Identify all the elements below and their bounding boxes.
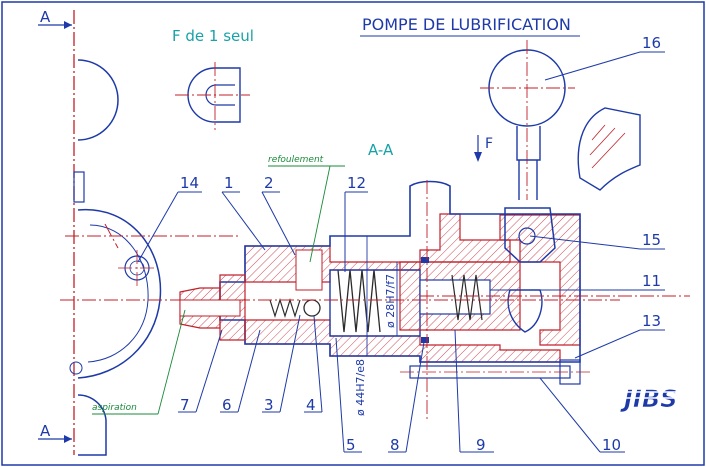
callouts: 14 1 2 12 16 15 11 13 7 6 3 4 — [137, 34, 665, 454]
callout-13: 13 — [642, 312, 661, 330]
leader-10 — [539, 377, 601, 453]
callout-2: 2 — [264, 174, 274, 192]
aspiration-leader-up — [157, 309, 186, 415]
valve-spring-3 — [269, 297, 301, 319]
leader-2 — [261, 191, 296, 256]
leader-1 — [221, 191, 266, 251]
leader-6 — [237, 329, 261, 413]
callout-8: 8 — [390, 436, 400, 454]
leader-15 — [529, 235, 641, 250]
f-view-shape — [187, 67, 241, 123]
left-lower-arc — [77, 394, 107, 456]
leader-3 — [279, 314, 301, 413]
section-marker-bottom: A — [40, 422, 51, 440]
refoulement-note: refoulement — [268, 155, 324, 165]
piston-spring-12 — [337, 269, 381, 333]
callout-9: 9 — [476, 436, 486, 454]
delivery-passage — [295, 249, 323, 291]
left-housing-inner — [87, 224, 149, 363]
callout-14: 14 — [180, 174, 199, 192]
cam-housing — [504, 207, 556, 263]
refoulement-leader-down — [309, 165, 331, 263]
wing-nut-hatch — [589, 124, 626, 169]
piston-spring-11 — [451, 274, 483, 321]
leader-14 — [137, 191, 179, 263]
section-arrow-bottom-head — [64, 435, 72, 443]
dim-44-text: ø 44H7/e8 — [354, 359, 367, 416]
callout-12: 12 — [347, 174, 366, 192]
callout-3: 3 — [264, 396, 274, 414]
section-arrow-top-head — [64, 21, 72, 29]
leader-5 — [335, 337, 345, 453]
leader-8 — [405, 341, 425, 453]
cam-pin — [518, 227, 536, 245]
view-f-note: F de 1 seul — [172, 27, 254, 45]
section-aa-label: A-A — [368, 141, 394, 159]
section-marker-top: A — [40, 8, 51, 26]
logo-jibs: JIBS — [618, 385, 690, 413]
o-ring-bottom — [421, 337, 429, 343]
callout-10: 10 — [602, 436, 621, 454]
lower-hole — [69, 361, 83, 375]
arrow-f-head — [474, 152, 482, 162]
knob-stem — [516, 126, 541, 161]
left-housing-top — [77, 59, 119, 141]
o-ring-top — [421, 257, 429, 263]
leader-16 — [544, 51, 641, 81]
callout-1: 1 — [224, 174, 234, 192]
left-flange-tab — [73, 171, 85, 203]
leader-4 — [313, 315, 323, 413]
callout-6: 6 — [222, 396, 232, 414]
leader-9 — [454, 329, 461, 453]
housing-centerline-b — [104, 223, 119, 249]
dim-28-text: ø 28H7/f7 — [384, 274, 397, 328]
cam-lower — [507, 289, 543, 333]
callout-15: 15 — [642, 231, 661, 249]
wing-nut — [577, 107, 641, 191]
callout-16: 16 — [642, 34, 661, 52]
arrow-f-label: F — [485, 136, 493, 152]
leader-13 — [574, 329, 641, 359]
knob-rod — [518, 160, 538, 200]
drawing-title: POMPE DE LUBRIFICATION — [362, 15, 571, 34]
logo-text: JIBS — [620, 385, 677, 413]
callout-11: 11 — [642, 272, 661, 290]
callout-5: 5 — [346, 436, 356, 454]
valve-ball-4 — [303, 299, 321, 317]
callout-7: 7 — [180, 396, 190, 414]
inlet-bore — [179, 299, 241, 317]
callout-4: 4 — [306, 396, 316, 414]
aspiration-note: aspiration — [92, 403, 137, 413]
leader-7 — [195, 329, 223, 413]
